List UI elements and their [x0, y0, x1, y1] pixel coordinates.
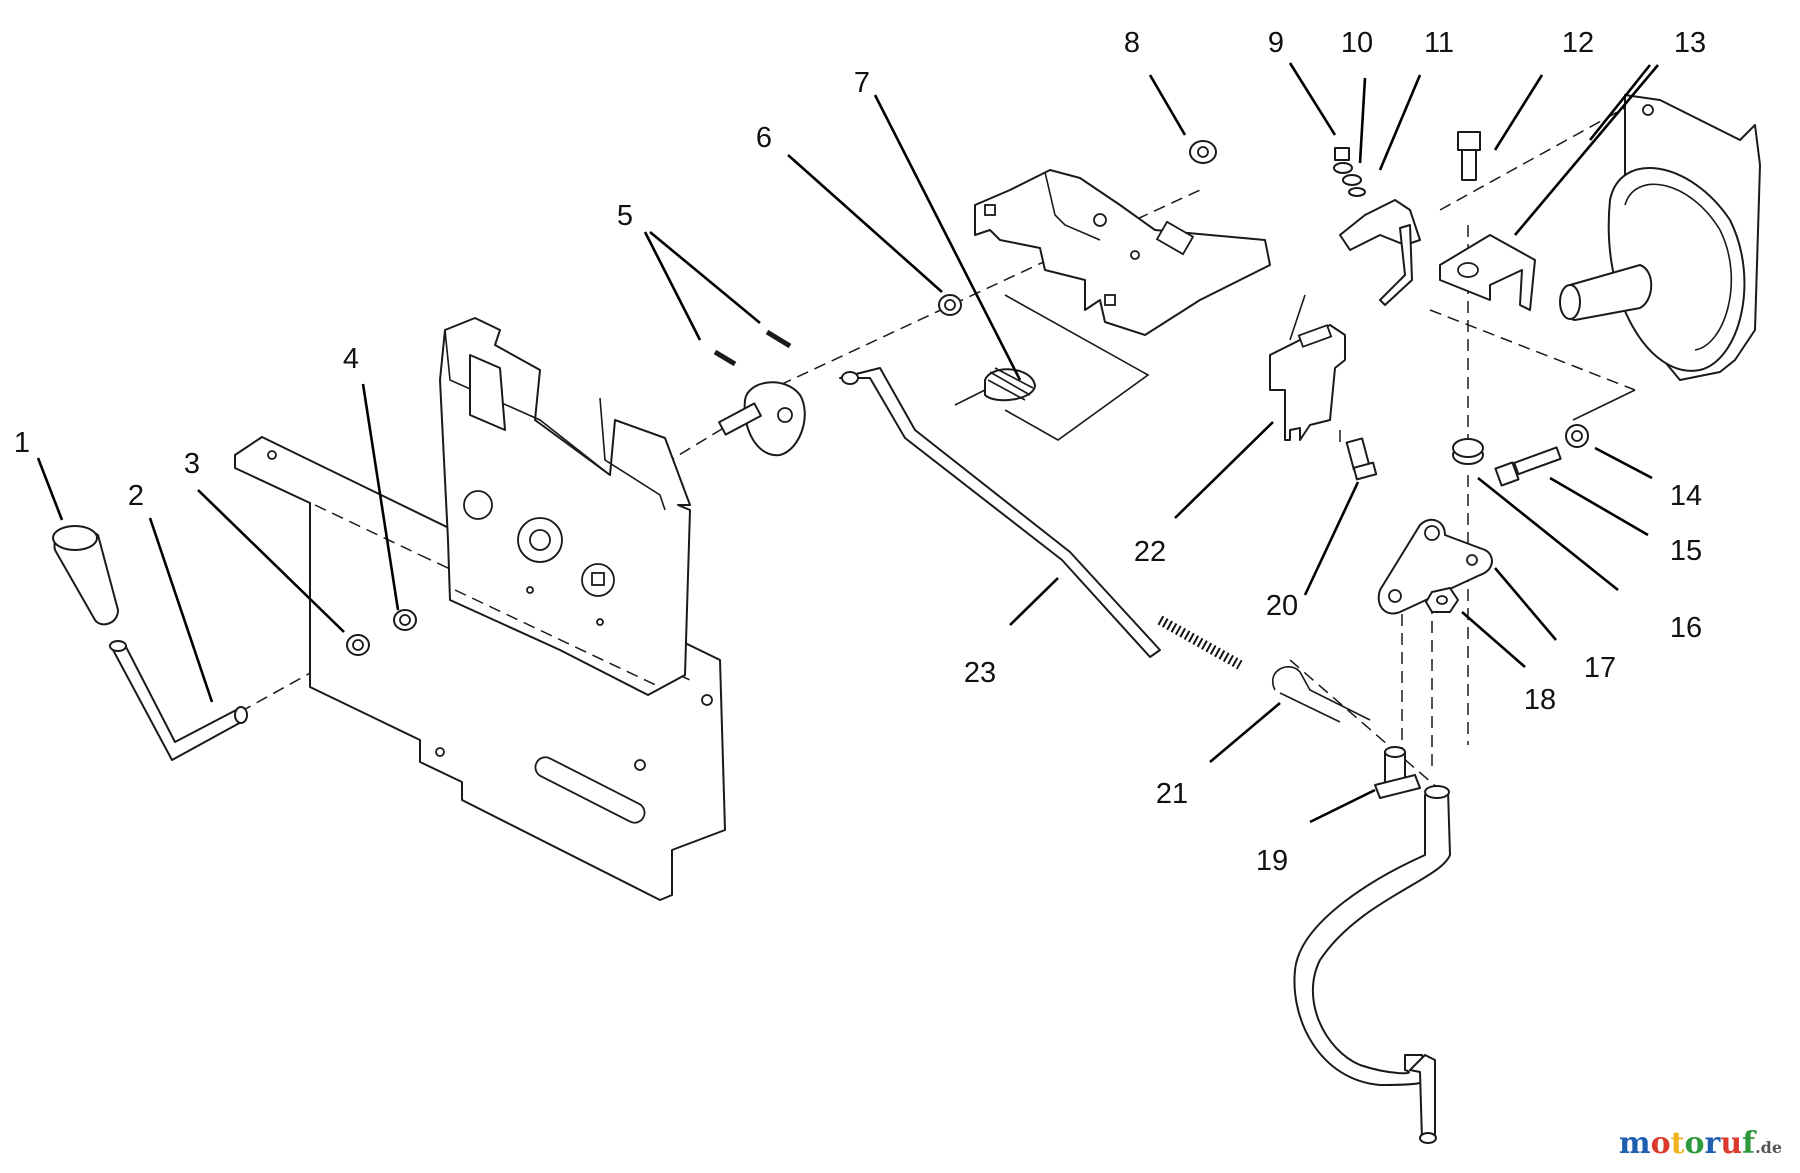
callout-10: 10 [1341, 27, 1373, 59]
shift-bracket [1339, 199, 1421, 306]
shift-rod [839, 367, 1243, 670]
callout-16: 16 [1670, 612, 1702, 644]
callout-labels: 1 2 3 4 5 6 7 8 9 10 11 12 13 14 15 16 1… [14, 27, 1706, 877]
link-plate [1377, 518, 1493, 615]
callout-21: 21 [1156, 778, 1188, 810]
callout-19: 19 [1256, 845, 1288, 877]
spacer [938, 294, 962, 316]
swivel-19 [1374, 746, 1421, 799]
washer-14 [1565, 424, 1589, 448]
callout-23: 23 [964, 657, 996, 689]
watermark-text: motoruf [1618, 1126, 1756, 1161]
hairpin-21 [1272, 666, 1371, 723]
mounting-bracket [974, 169, 1271, 336]
watermark-suffix: .de [1755, 1138, 1782, 1157]
bolt-15 [1494, 446, 1562, 487]
washer-8 [1189, 140, 1217, 164]
callout-5: 5 [617, 200, 633, 232]
callout-22: 22 [1134, 536, 1166, 568]
extension-spring [954, 367, 1036, 406]
watermark-logo: motoruf.de [1619, 1126, 1782, 1161]
callout-4: 4 [343, 343, 359, 375]
callout-8: 8 [1124, 27, 1140, 59]
callout-18: 18 [1524, 684, 1556, 716]
transaxle [1559, 94, 1761, 381]
bolt-12 [1457, 131, 1481, 181]
shift-knob [52, 525, 119, 626]
bolt-stack [1333, 147, 1366, 197]
callout-17: 17 [1584, 652, 1616, 684]
bolt-20 [1345, 437, 1378, 481]
callout-2: 2 [128, 480, 144, 512]
callout-7: 7 [854, 67, 870, 99]
callout-9: 9 [1268, 27, 1284, 59]
nut-18 [1425, 587, 1459, 613]
callout-3: 3 [184, 448, 200, 480]
bushing-16 [1452, 438, 1484, 465]
pivot-assembly [713, 329, 806, 457]
bracket-22 [1269, 324, 1346, 441]
callout-6: 6 [756, 122, 772, 154]
front-console [439, 317, 691, 696]
pivot-mount [1439, 234, 1536, 311]
callout-15: 15 [1670, 535, 1702, 567]
leader-lines [36, 62, 1659, 824]
callout-13: 13 [1674, 27, 1706, 59]
callout-14: 14 [1670, 480, 1702, 512]
shift-lever [109, 640, 248, 761]
callout-20: 20 [1266, 590, 1298, 622]
pedal-rod [1293, 785, 1451, 1144]
washers [346, 609, 417, 656]
callout-1: 1 [14, 427, 30, 459]
callout-11: 11 [1424, 27, 1454, 59]
callout-12: 12 [1562, 27, 1594, 59]
